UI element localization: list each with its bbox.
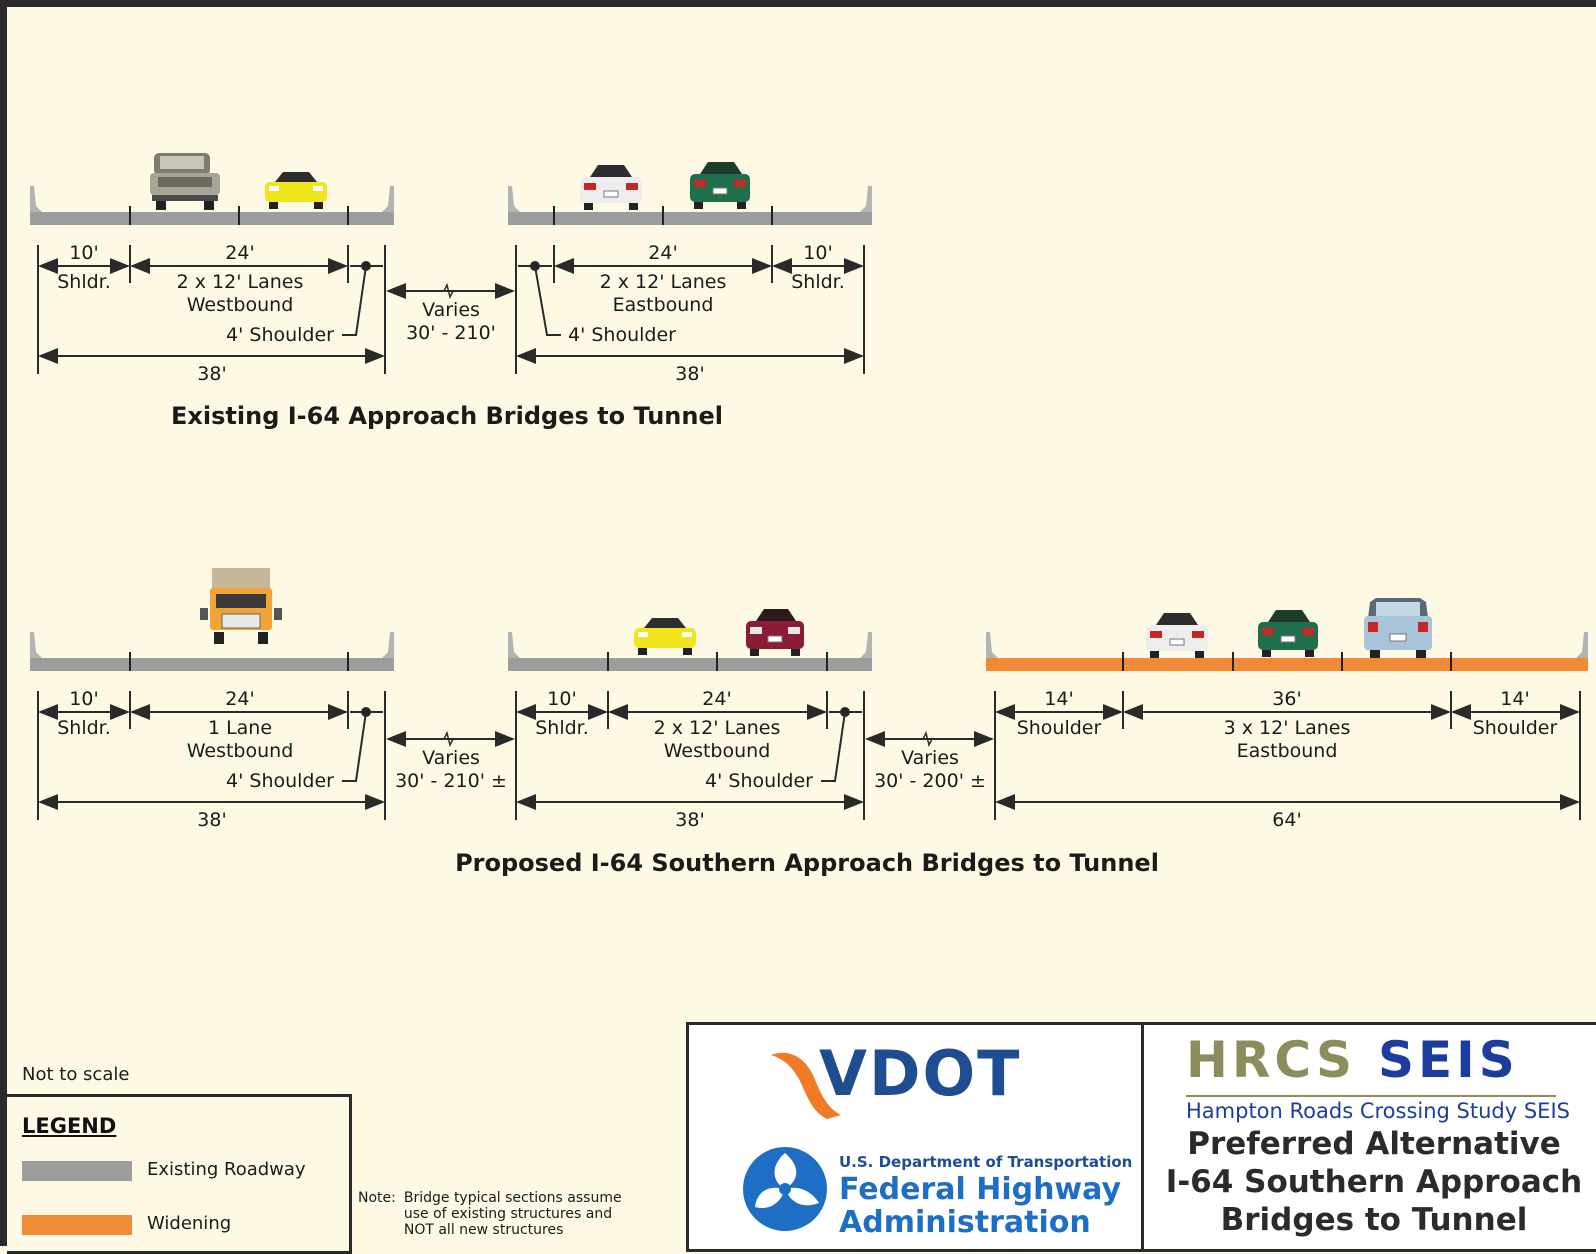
gap-label-varies: Varies <box>422 299 480 321</box>
dim-lanes-36: 36' <box>1272 688 1301 710</box>
dim-total: 38' <box>197 809 226 831</box>
legend: LEGEND Existing Roadway Widening <box>7 1094 352 1254</box>
label-inner-shoulder: 4' Shoulder <box>568 324 676 346</box>
section-title-existing: Existing I-64 Approach Bridges to Tunnel <box>171 402 723 430</box>
label-direction: Westbound <box>187 740 294 762</box>
proposed-gap1-dimension <box>386 730 515 748</box>
label-inner-shoulder: 4' Shoulder <box>226 770 334 792</box>
label-lanes: 1 Lane <box>208 717 272 739</box>
agency-logo-panel: VDOT U.S. Department of Transportation F… <box>686 1022 1144 1252</box>
dim-total: 38' <box>197 363 226 385</box>
label-shoulder: Shoulder <box>1017 717 1102 739</box>
proposed-eastbound-widening-deck <box>986 632 1588 671</box>
drawing-title-line: Bridges to Tunnel <box>1220 1202 1528 1238</box>
label-direction: Eastbound <box>613 294 714 316</box>
dim-shoulder-10: 10' <box>803 242 832 264</box>
vdot-logo-text: VDOT <box>819 1037 1022 1110</box>
white-car-icon <box>580 165 642 210</box>
existing-westbound-deck <box>30 186 394 225</box>
dim-shoulder-14: 14' <box>1500 688 1529 710</box>
note-label: Note: <box>358 1190 396 1206</box>
legend-swatch-existing <box>22 1161 132 1181</box>
gap-label-range: 30' - 210' <box>406 322 496 344</box>
fhwa-name: Federal Highway Administration <box>839 1173 1121 1239</box>
yellow-car-icon <box>265 172 327 209</box>
proposed-westbound-2lane-deck <box>508 632 872 671</box>
gray-pickup-icon <box>150 153 220 210</box>
wordmark-divider <box>1186 1095 1556 1097</box>
fhwa-name-line: Federal Highway <box>839 1172 1122 1207</box>
label-direction: Westbound <box>664 740 771 762</box>
gap-label-range: 30' - 210' ± <box>395 770 507 792</box>
label-direction: Westbound <box>187 294 294 316</box>
title-block: HRCS SEIS Hampton Roads Crossing Study SE… <box>1144 1022 1596 1252</box>
dim-shoulder-14: 14' <box>1044 688 1073 710</box>
fhwa-name-line: Administration <box>839 1205 1091 1240</box>
dim-total: 64' <box>1272 809 1301 831</box>
dim-shoulder-10: 10' <box>69 688 98 710</box>
blue-suv-icon <box>1364 598 1432 658</box>
label-lanes: 2 x 12' Lanes <box>654 717 781 739</box>
green-car-icon <box>690 162 750 209</box>
dim-shoulder-10: 10' <box>547 688 576 710</box>
fhwa-logo-icon <box>743 1147 827 1231</box>
existing-gap-dimension <box>386 282 515 300</box>
label-shoulder: Shldr. <box>57 717 111 739</box>
proposed-gap2-dimension <box>865 730 994 748</box>
proposed-right-dimensions <box>994 691 1581 820</box>
label-lanes: 2 x 12' Lanes <box>600 271 727 293</box>
label-direction: Eastbound <box>1237 740 1338 762</box>
not-to-scale-note: Not to scale <box>22 1064 130 1085</box>
dim-total: 38' <box>675 363 704 385</box>
label-inner-shoulder: 4' Shoulder <box>705 770 813 792</box>
dim-shoulder-10: 10' <box>69 242 98 264</box>
white-car-icon <box>1146 613 1208 658</box>
proposed-left-dimensions <box>37 691 386 820</box>
drawing-title-line: Preferred Alternative <box>1187 1126 1561 1162</box>
section-title-proposed: Proposed I-64 Southern Approach Bridges … <box>455 849 1159 877</box>
drawing-title: Preferred Alternative I-64 Southern Appr… <box>1144 1125 1596 1239</box>
seis-text: SEIS <box>1377 1031 1519 1089</box>
dim-lanes-24: 24' <box>225 688 254 710</box>
note-line: NOT all new structures <box>403 1222 564 1238</box>
label-shoulder: Shldr. <box>535 717 589 739</box>
legend-swatch-widening <box>22 1215 132 1235</box>
study-name: Hampton Roads Crossing Study SEIS <box>1186 1099 1570 1123</box>
drawing-title-line: I-64 Southern Approach <box>1165 1164 1583 1200</box>
note: Note: Bridge typical sections assume use… <box>358 1190 622 1238</box>
gap-label-varies: Varies <box>901 747 959 769</box>
label-lanes: 3 x 12' Lanes <box>1224 717 1351 739</box>
dim-lanes-24: 24' <box>225 242 254 264</box>
legend-title: LEGEND <box>22 1114 117 1138</box>
yellow-car-icon <box>634 618 696 655</box>
proposed-middle-dimensions <box>515 691 865 820</box>
label-lanes: 2 x 12' Lanes <box>177 271 304 293</box>
proposed-westbound-1lane-deck <box>30 632 394 671</box>
dim-lanes-24: 24' <box>702 688 731 710</box>
label-shoulder: Shldr. <box>791 271 845 293</box>
dim-lanes-24: 24' <box>648 242 677 264</box>
label-shoulder: Shoulder <box>1473 717 1558 739</box>
note-text: Bridge typical sections assume use of ex… <box>404 1190 622 1238</box>
hrcs-seis-wordmark: HRCS SEIS <box>1186 1031 1519 1089</box>
label-shoulder: Shldr. <box>57 271 111 293</box>
vdot-swoosh-icon <box>771 1052 841 1119</box>
existing-right-dimensions <box>515 245 865 374</box>
note-line: Bridge typical sections assume <box>403 1190 622 1206</box>
orange-truck-icon <box>200 568 282 644</box>
gap-label-range: 30' - 200' ± <box>874 770 986 792</box>
existing-eastbound-deck <box>508 186 872 225</box>
label-inner-shoulder: 4' Shoulder <box>226 324 334 346</box>
fhwa-department: U.S. Department of Transportation <box>839 1153 1133 1171</box>
hrcs-text: HRCS <box>1186 1031 1356 1089</box>
gap-label-varies: Varies <box>422 747 480 769</box>
existing-left-dimensions <box>37 245 386 374</box>
note-line: use of existing structures and <box>403 1206 613 1222</box>
legend-label-widening: Widening <box>147 1213 232 1234</box>
dim-total: 38' <box>675 809 704 831</box>
green-car-icon <box>1258 610 1318 657</box>
legend-label-existing: Existing Roadway <box>147 1159 306 1180</box>
red-car-icon <box>746 609 804 656</box>
